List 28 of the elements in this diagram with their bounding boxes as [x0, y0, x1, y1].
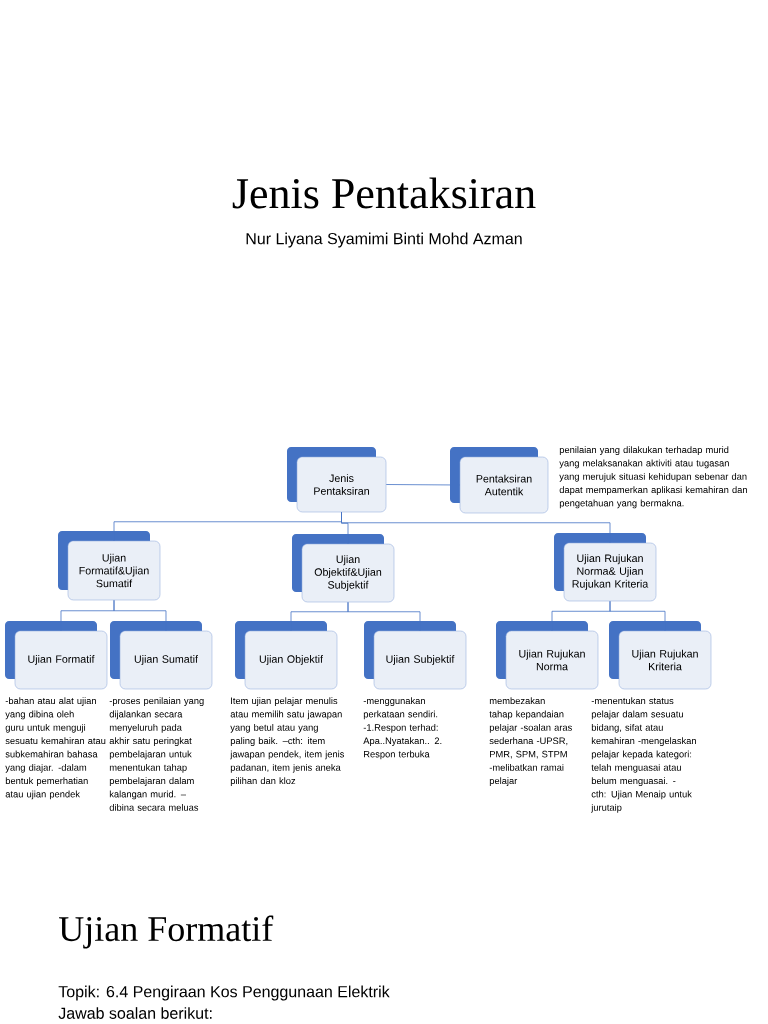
description-text: -proses penilaian yang dijalankan secara menyeluruh pada akhir satu peringkat pembelajaran untuk menentukan tahap pembelajaran dalam kalangan murid. –dibina secara meluas	[109, 697, 204, 811]
connector-line	[113, 599, 167, 632]
org-chart-box: Ujian Objektif	[235, 621, 338, 690]
org-chart-box: Ujian Objektif&Ujian Subjektif	[292, 534, 395, 603]
org-chart-box: Ujian Formatif	[5, 621, 108, 690]
org-chart-box: Pentaksiran Autentik	[450, 447, 549, 514]
subtitle: Nur Liyana Syamimi Binti Mohd Azman	[246, 232, 522, 248]
org-chart-box: Ujian Rujukan Kriteria	[609, 621, 712, 690]
org-chart-box: Ujian Rujukan Norma	[496, 621, 599, 690]
connector-line	[347, 601, 421, 632]
connector-line	[341, 511, 611, 544]
org-chart-box: Ujian Rujukan Norma& Ujian Rujukan Kriteria	[554, 533, 657, 602]
description-text: -menentukan status pelajar dalam sesuatu bidang, sifat atau kemahiran -mengelaskan pelajar kepada kategori: telah menguasai atau belum menguasai. -cth: Ujian Menaip untuk jurutaip	[591, 697, 696, 813]
connector-line	[609, 600, 666, 632]
description-text: penilaian yang dilakukan terhadap murid yang melaksanakan aktiviti atau tugasan yang merujuk situasi kehidupan sebenar dan dapat mempamerkan aplikasi kemahiran dan pengetahuan yang bermakna.	[559, 446, 747, 509]
org-chart-box: Ujian Sumatif	[110, 621, 213, 690]
org-chart-box: Jenis Pentaksiran	[287, 447, 387, 513]
description-text: Item ujian pelajar menulis atau memilih satu jawapan yang betul atau yang paling baik. –cth: item jawapan pendek, item jenis padanan, item jenis aneka pilihan dan kloz	[230, 697, 345, 786]
body-text: Topik: 6.4 Pengiraan Kos Penggunaan Elektrik	[58, 985, 390, 1001]
body-text: Jawab soalan berikut:	[58, 1007, 212, 1019]
description-text: -bahan atau alat ujian yang dibina oleh guru untuk menguji sesuatu kemahiran atau subkemahiran bahasa yang diajar. -dalam bentuk pemerhatian atau ujian pendek	[5, 697, 106, 800]
title: Jenis Pentaksiran	[232, 177, 536, 209]
section-heading: Ujian Formatif	[59, 915, 274, 949]
connector-line	[385, 484, 461, 486]
description-text: -menggunakan perkataan sendiri. -1.Respon terhad: Apa..Nyatakan.. 2. Respon terbuka	[363, 697, 442, 760]
org-chart-box: Ujian Subjektif	[364, 621, 467, 690]
org-chart-box: Ujian Formatif&Ujian Sumatif	[58, 531, 161, 601]
description-text: membezakan tahap kepandaian pelajar -soalan aras sederhana -UPSR, PMR, SPM, STPM -melibatkan ramai pelajar	[489, 697, 572, 786]
